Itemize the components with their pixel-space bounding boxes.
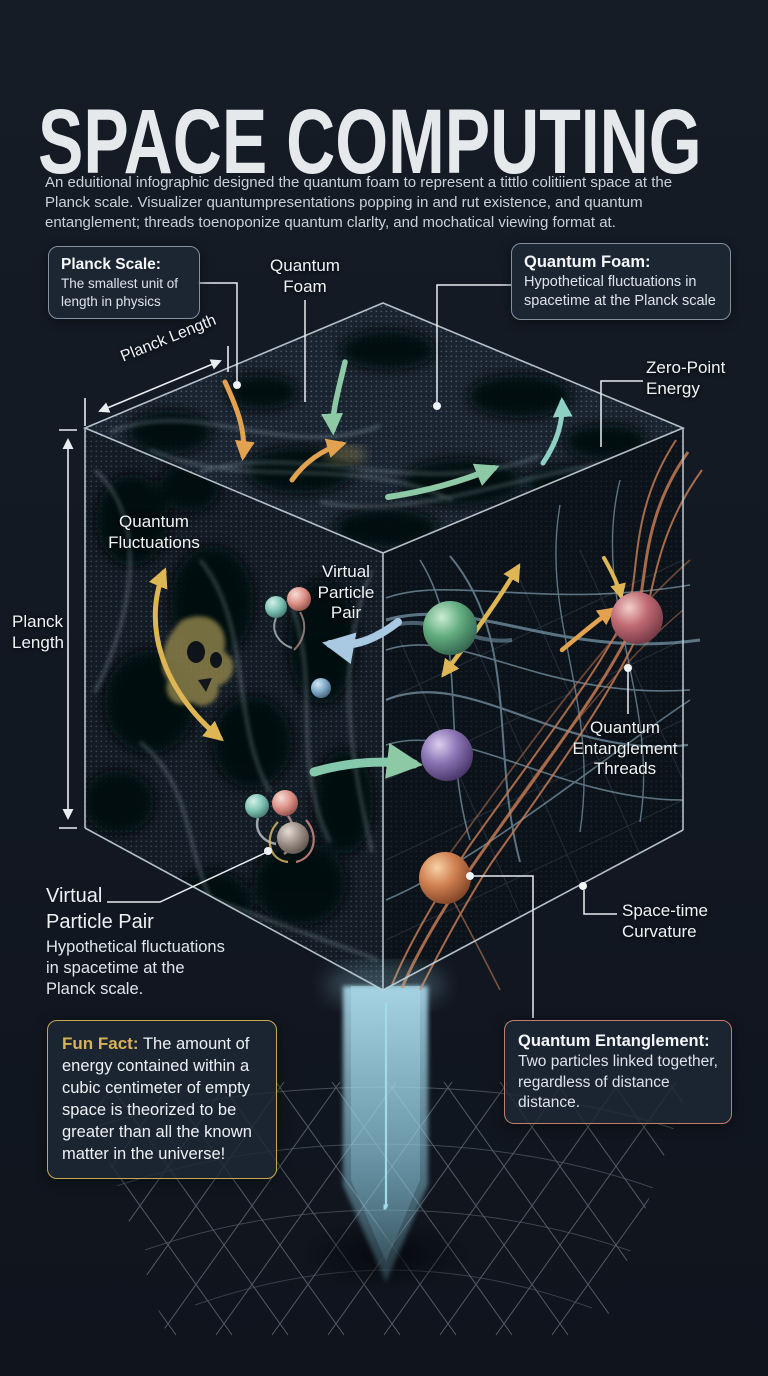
virtual-particle-pair-caption: Virtual Particle Pair Hypothetical fluct…	[46, 884, 246, 1000]
gravity-well-beam	[343, 986, 428, 1282]
grid-line	[383, 1082, 565, 1336]
planck-scale-callout: Planck Scale: The smallest unit of lengt…	[48, 246, 200, 320]
green-right-arrow-icon	[385, 463, 500, 500]
virtual-particles	[245, 587, 663, 904]
quantum-foam-callout-body: Hypothetical fluctuations in spacetime a…	[524, 274, 716, 310]
grid-line	[724, 1082, 768, 1335]
planck-scale-callout-body: The smallest unit of length in physics	[61, 276, 179, 309]
grid-line	[0, 1082, 4, 1335]
planck-length-diagonal-arrow	[98, 359, 222, 413]
green-particle	[423, 601, 477, 655]
teal-right-arrow-icon	[309, 742, 423, 779]
vpp-caption-title: Virtual Particle Pair	[46, 885, 154, 933]
grid-line	[551, 1082, 690, 1336]
quantum-entanglement-callout: Quantum Entanglement: Two particles link…	[504, 1020, 732, 1124]
purple-particle	[421, 729, 473, 781]
quantum-entanglement-threads	[385, 439, 703, 991]
yellow-double-arrow-right-face-icon	[441, 563, 521, 678]
grid-line	[327, 1082, 509, 1336]
quantum-foam-callout: Quantum Foam: Hypothetical fluctuations …	[511, 243, 731, 321]
virtual-particle-pair-label: Virtual Particle Pair	[317, 562, 375, 623]
fun-fact-body: The amount of energy contained within a …	[62, 1035, 252, 1163]
grid-line	[495, 1082, 677, 1336]
blue-left-arrow-icon	[322, 618, 402, 665]
fluctuation-arrows	[148, 359, 626, 779]
red-particle	[611, 592, 663, 644]
intro-paragraph: An eduitional infographic designed the q…	[45, 174, 673, 231]
entanglement-box-connector	[474, 875, 534, 1018]
yellow-double-arrow-icon	[148, 567, 224, 742]
quantum-foam-label: Quantum Foam	[270, 256, 340, 296]
quantum-entanglement-body: Two particles linked together, regardles…	[518, 1053, 718, 1111]
fun-fact-title: Fun Fact:	[62, 1034, 139, 1053]
grid-line	[159, 1082, 341, 1336]
virtual-particle-pair-top	[265, 587, 311, 651]
vpp-caption-body: Hypothetical fluctuations in spacetime a…	[46, 938, 225, 999]
zero-point-connector	[600, 380, 643, 447]
quantum-foam-box-connector	[436, 284, 511, 402]
spacetime-curvature-label: Space-time Curvature	[622, 901, 708, 941]
grid-line	[439, 1082, 621, 1336]
orange-particle	[419, 852, 471, 904]
yellow-down-arrow-icon	[602, 556, 626, 600]
fun-fact-callout: Fun Fact: The amount of energy contained…	[47, 1020, 277, 1179]
quantum-fluctuations-label: Quantum Fluctuations	[108, 512, 200, 552]
spacetime-connector	[583, 890, 617, 915]
green-down-arrow-icon	[321, 359, 348, 436]
page-title: SPACE COMPUTING	[38, 90, 702, 193]
orange-arrow-to-particle-icon	[559, 607, 616, 653]
virtual-particle-pair-bottom	[245, 790, 315, 864]
small-blue-particle	[311, 678, 331, 698]
grid-line	[443, 1082, 625, 1336]
quantum-foam-callout-title: Quantum Foam:	[524, 253, 651, 271]
orange-down-arrow-icon	[222, 379, 255, 461]
entanglement-threads-label: Quantum Entanglement Threads	[572, 718, 678, 779]
grid-line	[0, 1082, 8, 1335]
measurement-marks	[59, 346, 229, 829]
grid-line	[611, 1082, 690, 1336]
vpp-caption-connector	[107, 852, 266, 903]
planck-scale-callout-title: Planck Scale:	[61, 256, 161, 273]
planck-length-vertical-label: Planck Length	[12, 612, 64, 652]
callout-connectors	[107, 282, 643, 1018]
grid-line	[82, 1082, 233, 1336]
planck-scale-connector	[198, 282, 238, 381]
quantum-entanglement-title: Quantum Entanglement:	[518, 1032, 710, 1050]
orange-up-arrow-icon	[289, 438, 347, 483]
teal-up-arrow-icon	[540, 397, 573, 466]
zero-point-energy-label: Zero-Point Energy	[646, 358, 726, 398]
